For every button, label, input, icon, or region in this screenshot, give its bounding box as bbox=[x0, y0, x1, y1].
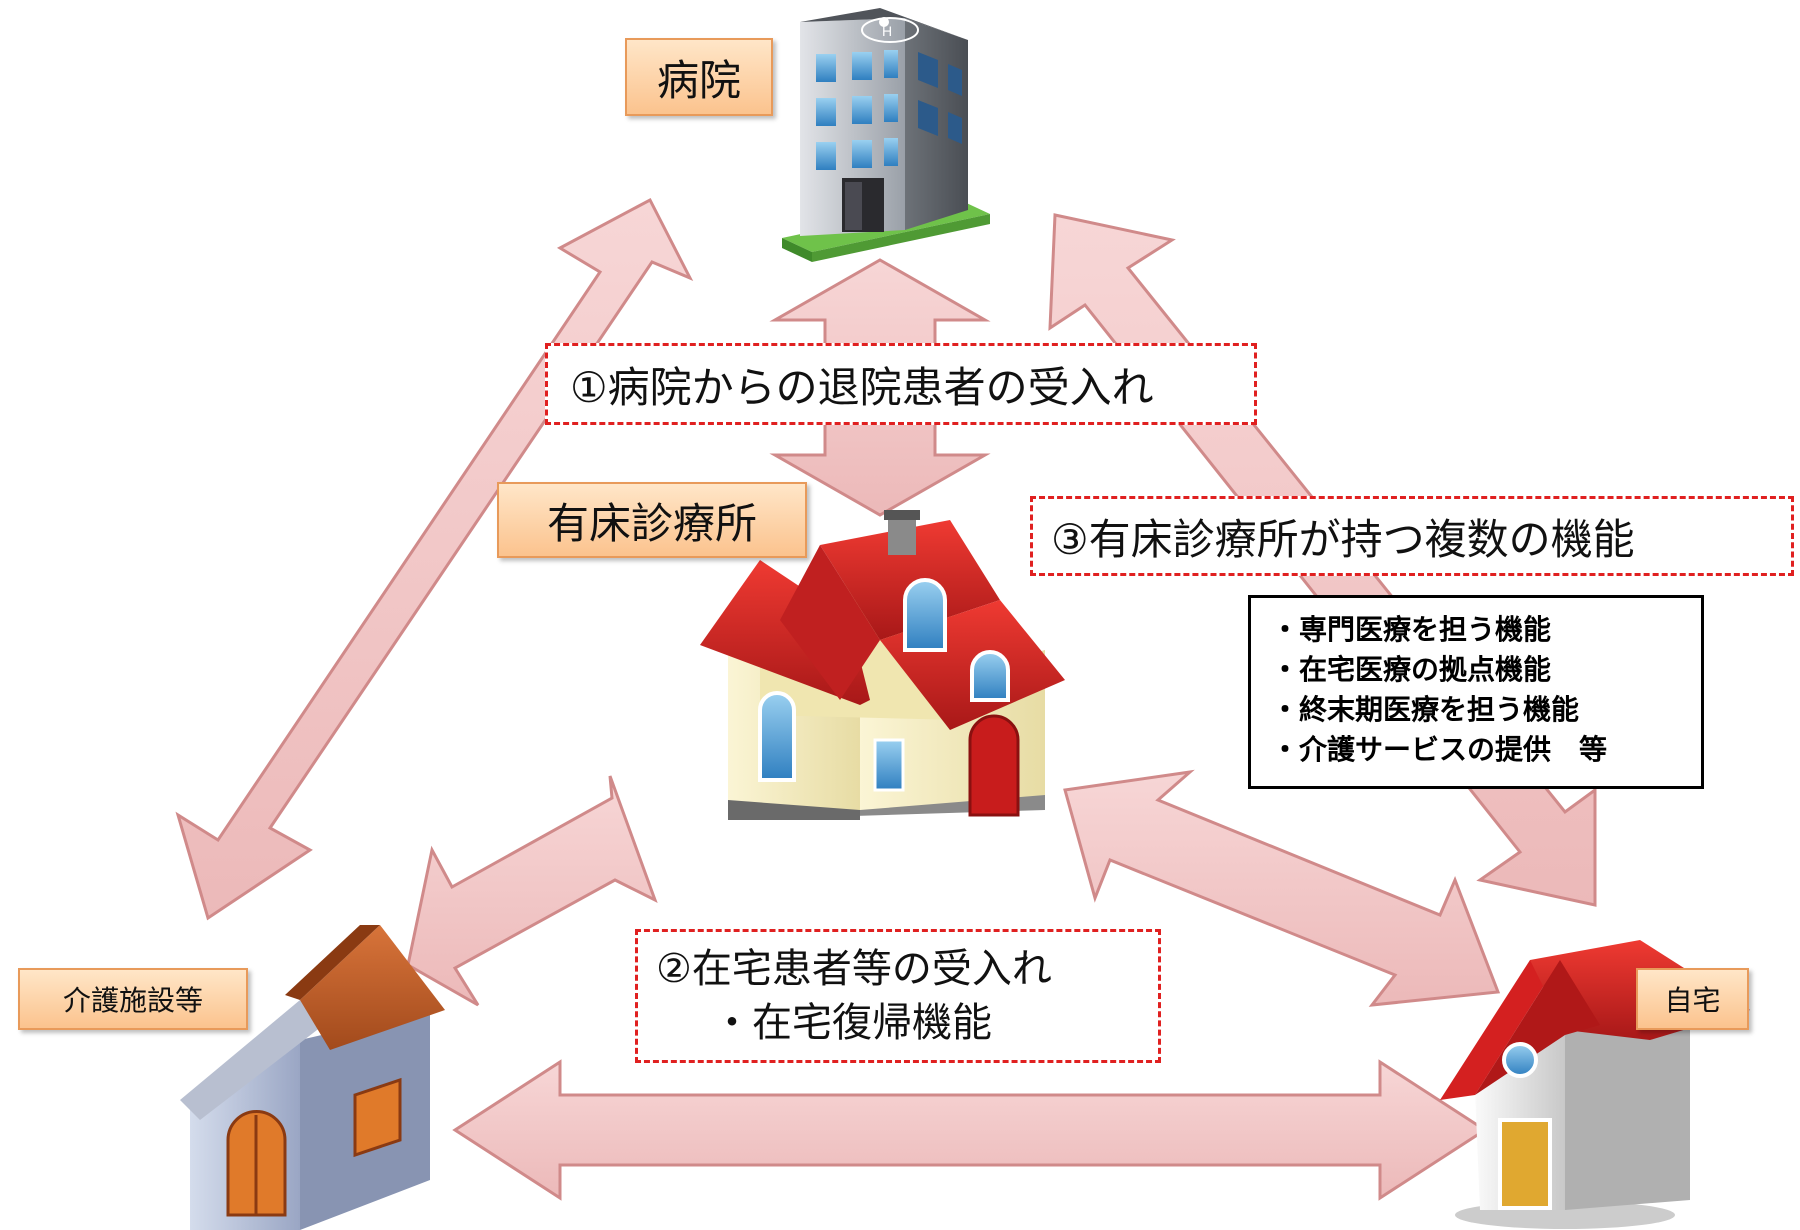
care-facility-house-icon bbox=[180, 925, 445, 1230]
function-1-text: ①病院からの退院患者の受入れ bbox=[570, 362, 1154, 412]
hospital-label: 病院 bbox=[625, 38, 773, 116]
svg-text:H: H bbox=[882, 23, 892, 39]
function-list-item: ・介護サービスの提供 等 bbox=[1271, 733, 1608, 766]
clinic-house-icon bbox=[700, 510, 1065, 820]
function-list-box: ・専門医療を担う機能 ・在宅医療の拠点機能 ・終末期医療を担う機能 ・介護サービ… bbox=[1248, 595, 1704, 789]
arrow-clinic-care-shape bbox=[406, 775, 658, 1007]
function-list-item: ・専門医療を担う機能 bbox=[1271, 613, 1552, 646]
function-3-text: ③有床診療所が持つ複数の機能 bbox=[1051, 514, 1635, 564]
arrow-care-home-shape bbox=[452, 1059, 1488, 1201]
function-2-box: ②在宅患者等の受入れ ・在宅復帰機能 bbox=[635, 929, 1161, 1063]
function-1-box: ①病院からの退院患者の受入れ bbox=[545, 343, 1257, 425]
arrow-clinic-home-shape bbox=[1063, 769, 1501, 1007]
care-facility-label: 介護施設等 bbox=[18, 968, 248, 1030]
function-2-sub: ・在宅復帰機能 bbox=[712, 1000, 992, 1046]
function-3-box: ③有床診療所が持つ複数の機能 bbox=[1030, 496, 1794, 576]
function-list-item: ・終末期医療を担う機能 bbox=[1271, 693, 1580, 726]
clinic-label: 有床診療所 bbox=[497, 482, 807, 558]
hospital-building-icon: H bbox=[782, 8, 990, 262]
home-label: 自宅 bbox=[1636, 968, 1749, 1030]
function-list-item: ・在宅医療の拠点機能 bbox=[1271, 653, 1552, 686]
function-2-title: ②在宅患者等の受入れ bbox=[656, 946, 1052, 992]
